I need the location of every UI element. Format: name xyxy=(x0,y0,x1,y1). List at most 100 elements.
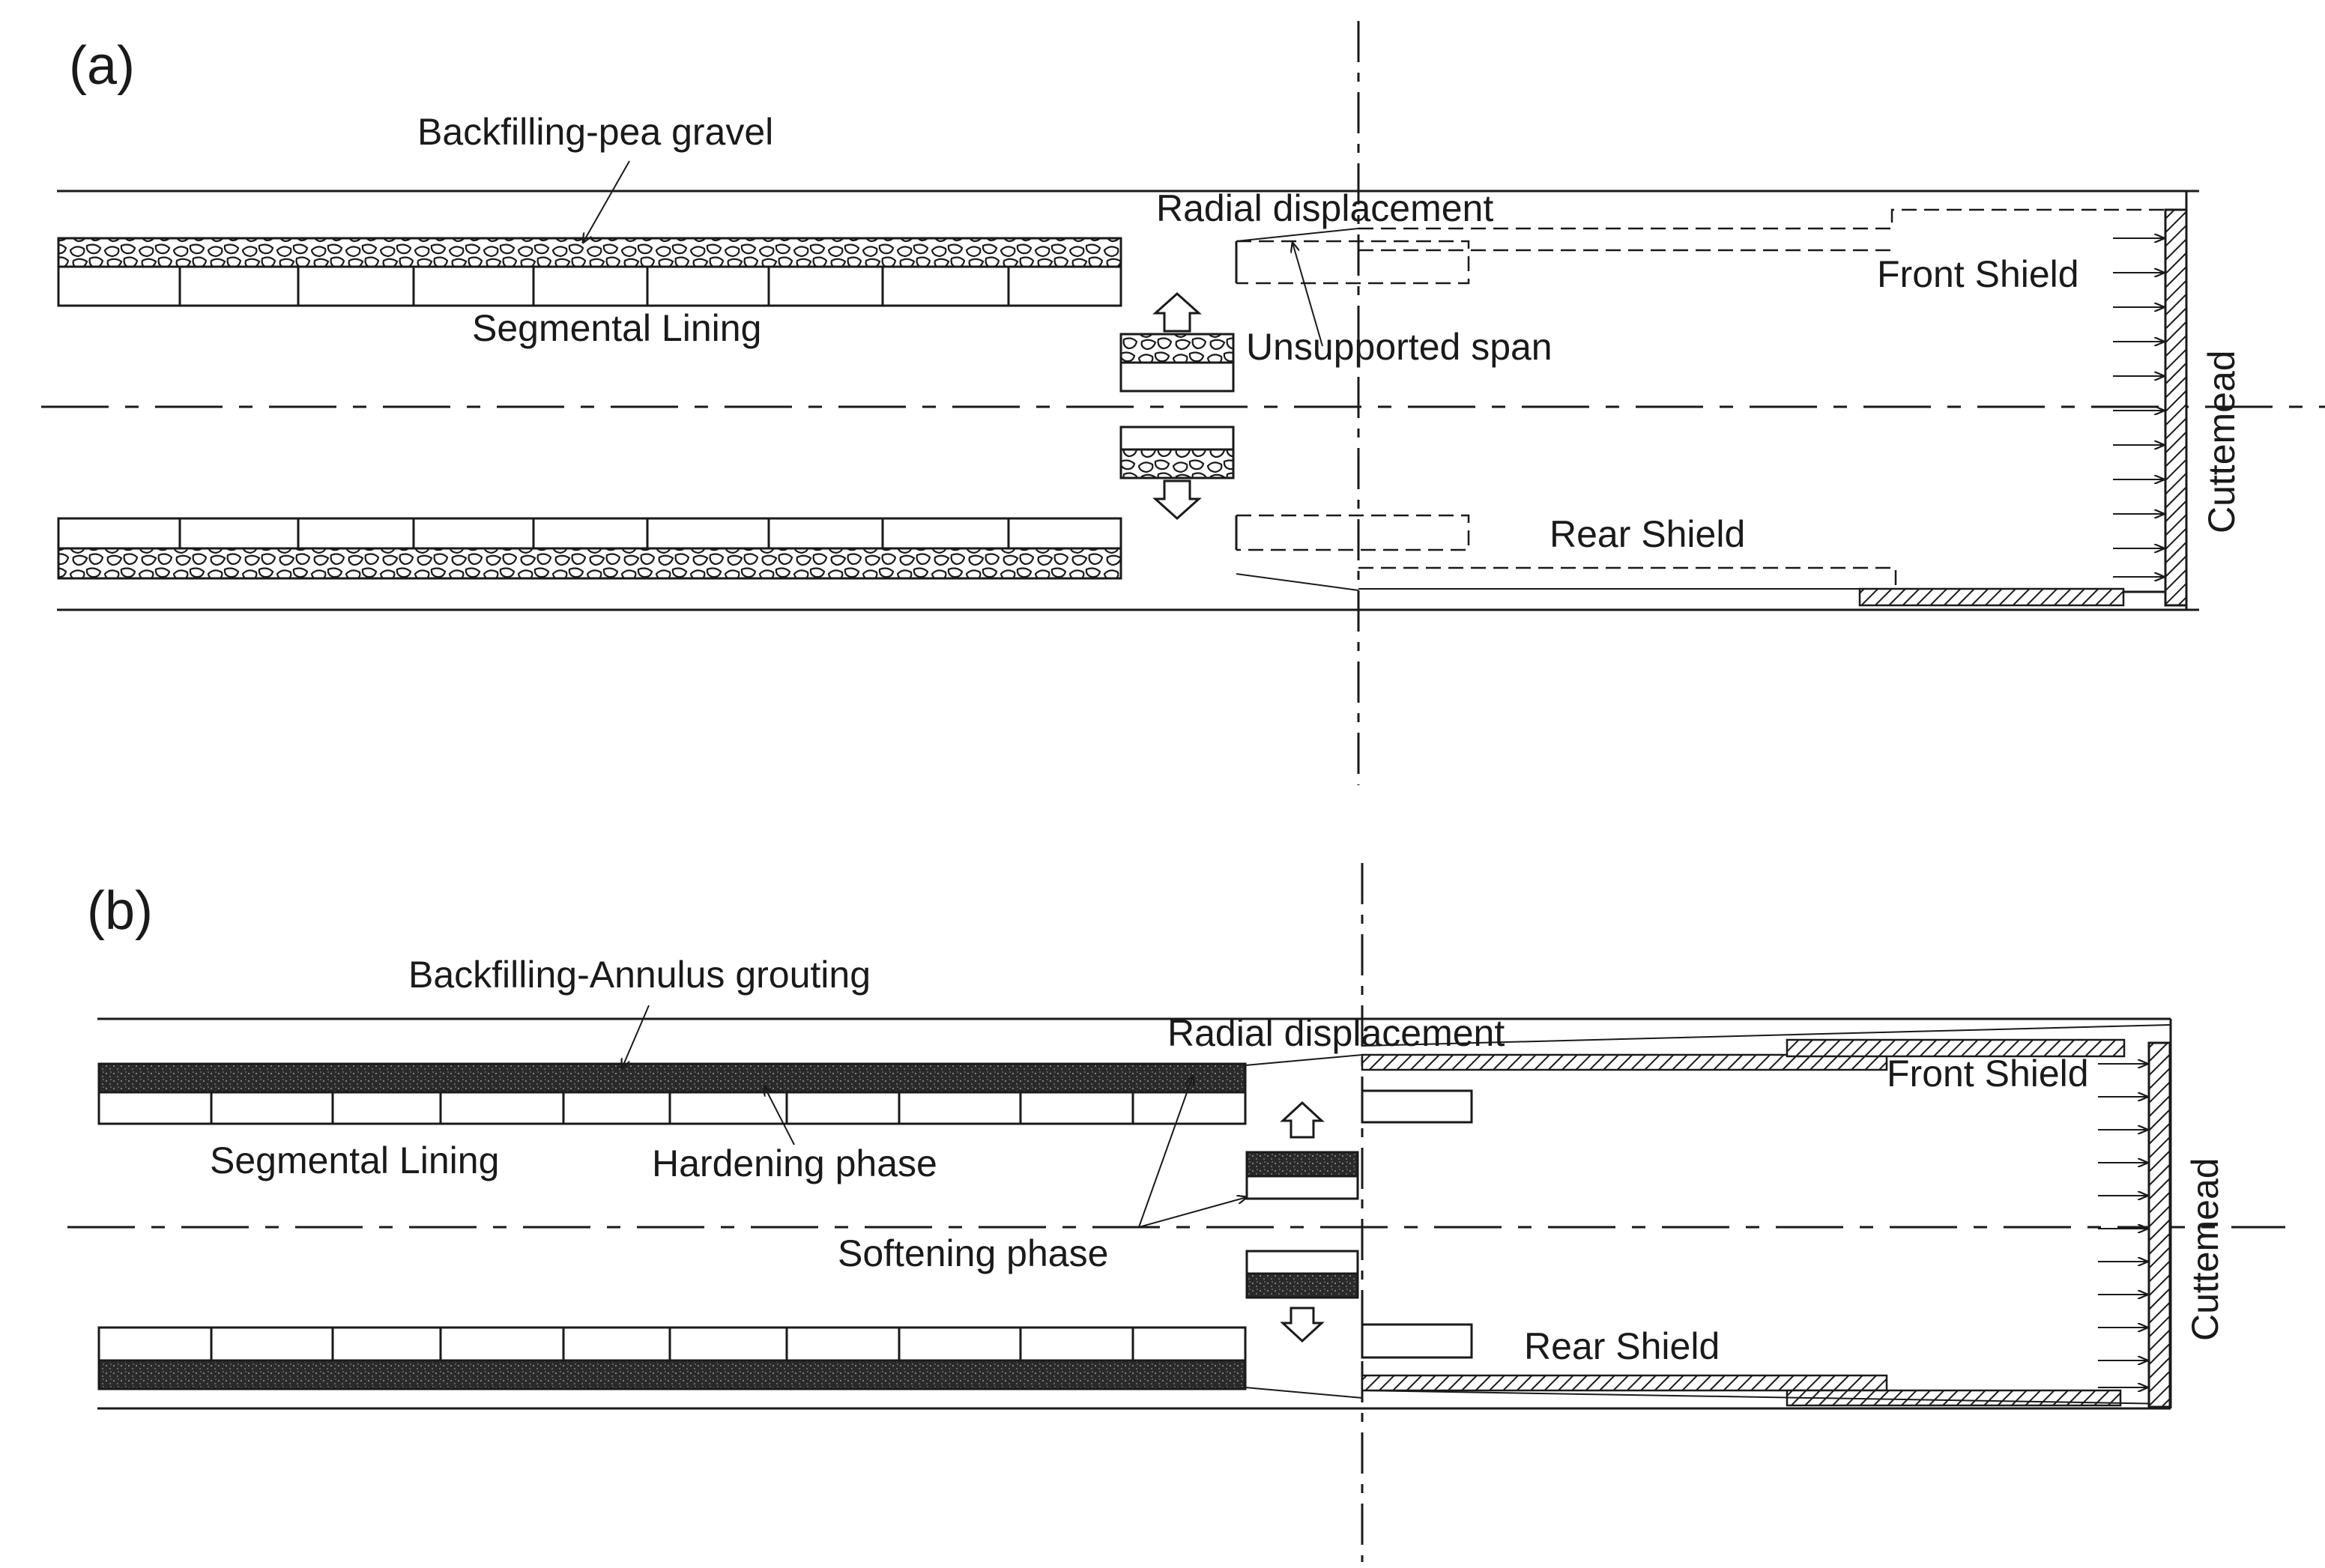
face-pressure-arrows-b xyxy=(2098,1064,2147,1387)
backfill-label-b: Backfilling-Annulus grouting xyxy=(408,954,871,996)
ghost-segment-bottom xyxy=(1236,514,1470,551)
radial-displacement-label-a: Radial displacement xyxy=(1156,187,1493,229)
lining-segment xyxy=(57,265,181,307)
segment-in-shield-bottom xyxy=(1361,1323,1473,1359)
lining-segment xyxy=(331,1091,442,1125)
panel-a: (a) xyxy=(41,21,2325,785)
front-shield-label-b: Front Shield xyxy=(1887,1053,2089,1095)
up-arrow-icon xyxy=(1280,1101,1325,1139)
rear-shield-skin xyxy=(1361,1374,1888,1392)
leader-softening-ring xyxy=(1138,1197,1247,1228)
pea-gravel-bottom xyxy=(57,547,1122,580)
convergence-line-top xyxy=(1245,1054,1363,1066)
lining-segment xyxy=(57,517,181,550)
down-arrow-icon xyxy=(1152,479,1202,521)
lining-segment xyxy=(785,1326,901,1362)
lining-segment xyxy=(881,265,1010,307)
leader-backfill-b xyxy=(622,1005,650,1068)
segmental-lining-top-b xyxy=(97,1091,1247,1125)
lining-segment xyxy=(297,517,415,550)
leader-unsupported-span xyxy=(1292,243,1323,347)
new-ring-segment-top xyxy=(1245,1175,1359,1200)
up-arrow-icon xyxy=(1152,291,1202,333)
segmental-lining-bottom-a xyxy=(57,517,1122,550)
lining-segment xyxy=(439,1091,565,1125)
leader-hardening xyxy=(764,1086,795,1145)
lining-segment xyxy=(1019,1326,1134,1362)
face-pressure-arrows-a xyxy=(2113,238,2164,577)
convergence-line-top xyxy=(1236,228,1359,242)
front-shield-hatch xyxy=(1786,1038,2126,1058)
segmental-lining-label-b: Segmental Lining xyxy=(210,1139,499,1181)
lining-segment xyxy=(562,1091,671,1125)
down-arrow-icon xyxy=(1280,1307,1325,1343)
annulus-grout-top xyxy=(97,1062,1247,1094)
lining-segment xyxy=(881,517,1010,550)
lining-segment xyxy=(767,517,884,550)
radial-displacement-line-bottom xyxy=(1361,1390,2171,1405)
rear-shield-label-b: Rear Shield xyxy=(1524,1325,1720,1367)
panel-b-tag: (b) xyxy=(87,881,153,941)
lining-segment xyxy=(297,265,415,307)
convergence-line-bottom xyxy=(1236,573,1359,591)
lining-segment xyxy=(1007,517,1122,550)
lining-segment xyxy=(1019,1091,1134,1125)
shield-displacement-top xyxy=(1358,208,2186,230)
lining-segment xyxy=(97,1091,213,1125)
radial-displacement-line-top xyxy=(1361,1024,2171,1047)
lining-segment xyxy=(412,517,535,550)
segmental-lining-bottom-b xyxy=(97,1326,1247,1362)
leader-softening-top xyxy=(1138,1076,1193,1228)
new-ring-grout-bottom xyxy=(1245,1272,1359,1299)
leader-backfill-a xyxy=(583,160,630,243)
convergence-line-bottom xyxy=(1245,1387,1363,1399)
lining-segment xyxy=(178,517,300,550)
lining-segment xyxy=(767,265,884,307)
backfill-label-a: Backfilling-pea gravel xyxy=(417,111,773,153)
cutterhead-label-a: Cuttemead xyxy=(2201,350,2243,533)
annulus-grout-bottom xyxy=(97,1359,1247,1390)
panel-a-tag: (a) xyxy=(69,36,135,96)
cutterhead-a xyxy=(2164,208,2188,607)
softening-phase-label: Softening phase xyxy=(838,1232,1108,1274)
cutterhead-label-b: Cuttemead xyxy=(2184,1157,2226,1341)
front-shield-skin xyxy=(1361,1053,1888,1071)
lining-segment xyxy=(668,1326,788,1362)
new-ring-segment-bottom xyxy=(1119,426,1235,451)
lining-segment xyxy=(210,1091,334,1125)
new-ring-segment-top xyxy=(1119,361,1235,393)
lining-segment xyxy=(1131,1326,1247,1362)
new-ring-grout-top xyxy=(1245,1151,1359,1178)
radial-displacement-label-b: Radial displacement xyxy=(1167,1012,1505,1054)
lining-segment xyxy=(898,1326,1022,1362)
rear-shield-hatch xyxy=(1858,587,2125,607)
lining-segment xyxy=(97,1326,213,1362)
lining-segment xyxy=(562,1326,671,1362)
lining-segment xyxy=(331,1326,442,1362)
pea-gravel-top xyxy=(57,237,1122,268)
lining-segment xyxy=(1007,265,1122,307)
cutterhead-b xyxy=(2147,1041,2171,1408)
lining-segment xyxy=(532,265,649,307)
lining-segment xyxy=(646,517,770,550)
lining-segment xyxy=(210,1326,334,1362)
front-shield-label-a: Front Shield xyxy=(1877,253,2079,295)
segmental-lining-top-a xyxy=(57,265,1122,307)
lining-segment xyxy=(668,1091,788,1125)
lining-segment xyxy=(785,1091,901,1125)
shield-inner-bottom xyxy=(1358,566,1897,587)
new-ring-gravel-top xyxy=(1119,333,1235,364)
lining-segment xyxy=(532,517,649,550)
segment-in-shield-top xyxy=(1361,1089,1473,1124)
new-ring-segment-bottom xyxy=(1245,1250,1359,1275)
rear-shield-label-a: Rear Shield xyxy=(1550,513,1745,555)
lining-segment xyxy=(1131,1091,1247,1125)
ghost-segment-top xyxy=(1236,240,1470,285)
panel-b: (b) xyxy=(67,863,2285,1562)
lining-segment xyxy=(646,265,770,307)
segmental-lining-label-a: Segmental Lining xyxy=(472,307,761,349)
lining-segment xyxy=(898,1091,1022,1125)
lining-segment xyxy=(439,1326,565,1362)
lining-segment xyxy=(178,265,300,307)
